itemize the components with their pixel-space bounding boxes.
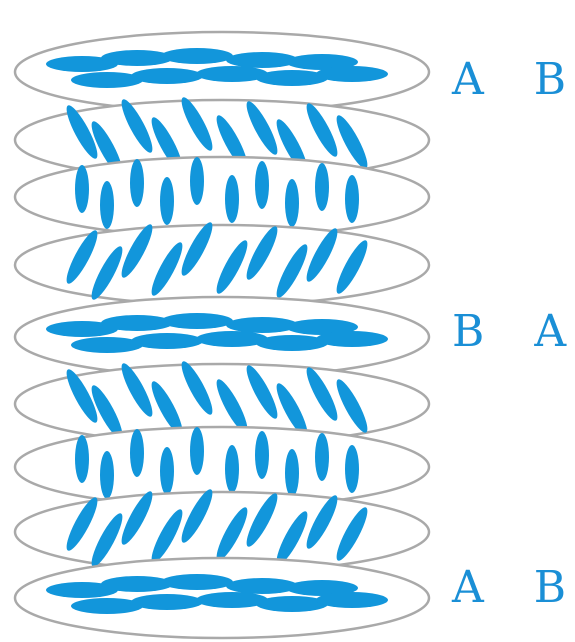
molecule-rod: [285, 179, 299, 227]
molecule-rod: [160, 177, 174, 225]
molecule-rod: [131, 68, 203, 84]
molecule-rod: [345, 175, 359, 223]
molecule-rod: [130, 159, 144, 207]
molecule-rod: [285, 449, 299, 497]
molecule-rod: [315, 163, 329, 211]
molecule-rod: [315, 433, 329, 481]
molecule-rod: [316, 66, 388, 82]
molecule-rod: [161, 574, 233, 590]
molecule-rod: [225, 445, 239, 493]
molecule-rod: [255, 161, 269, 209]
molecule-rod: [100, 451, 114, 499]
label-bottom-ab: A B: [452, 566, 575, 610]
molecule-rod: [225, 175, 239, 223]
molecule-rod: [161, 48, 233, 64]
molecule-rod: [190, 427, 204, 475]
label-top-ab: A B: [452, 58, 575, 102]
molecule-rod: [75, 435, 89, 483]
molecule-rod: [130, 429, 144, 477]
molecule-rod: [316, 331, 388, 347]
molecule-rod: [345, 445, 359, 493]
molecule-rod: [161, 313, 233, 329]
molecule-rod: [160, 447, 174, 495]
molecule-rod: [100, 181, 114, 229]
molecule-rod: [75, 165, 89, 213]
layer-4: [15, 219, 429, 305]
molecule-rod: [316, 592, 388, 608]
label-middle-ba: B A: [452, 310, 575, 354]
molecule-rod: [131, 594, 203, 610]
molecule-rod: [131, 333, 203, 349]
layer-9: [15, 558, 429, 638]
molecule-rod: [190, 157, 204, 205]
molecule-rod: [255, 431, 269, 479]
layers-group: [15, 32, 429, 638]
